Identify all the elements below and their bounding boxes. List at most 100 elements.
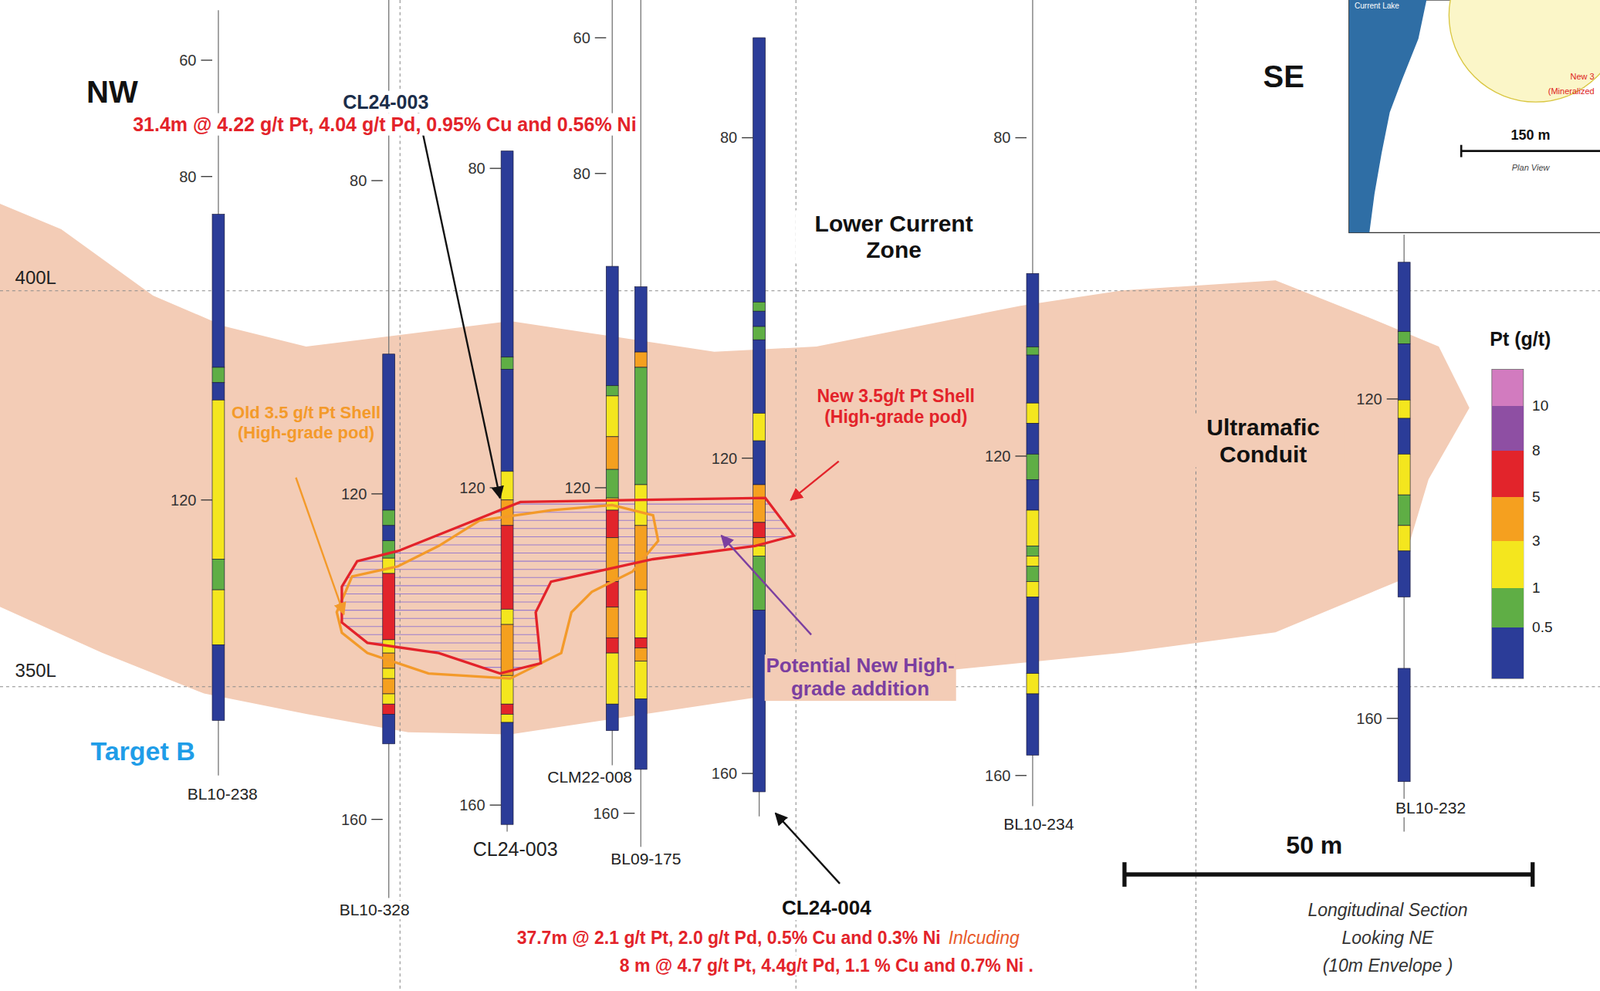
assay-interval (1026, 693, 1039, 755)
section-label: 50 m (1284, 830, 1344, 860)
assay-interval (1397, 453, 1411, 495)
g-shape (1349, 0, 1600, 233)
assay-interval (1397, 418, 1411, 454)
legend-swatch (1491, 588, 1524, 629)
hatch-line (336, 552, 796, 554)
section-label: Old 3.5 g/t Pt Shell (High-grade pod) (223, 402, 389, 443)
inset-map (1349, 0, 1600, 233)
assay-interval (1397, 344, 1411, 401)
assay-interval (605, 395, 619, 437)
assay-interval (1397, 399, 1411, 419)
legend-swatch (1491, 497, 1524, 542)
assay-interval (382, 668, 396, 679)
hatch-line (336, 504, 796, 505)
assay-interval (605, 581, 619, 608)
assay-interval (1397, 551, 1411, 597)
legend-swatch (1491, 541, 1524, 589)
depth-tick (1386, 398, 1399, 400)
assay-interval (634, 648, 647, 662)
assay-interval (634, 351, 647, 368)
assay-interval (605, 510, 619, 538)
section-label: NW (84, 74, 140, 110)
line-shape (0, 290, 1600, 291)
depth-tick (490, 167, 502, 169)
hatch-line (336, 659, 796, 660)
depth-tick (595, 172, 607, 174)
assay-interval (500, 525, 514, 609)
legend-value: 0.5 (1530, 619, 1554, 636)
assay-interval (1026, 566, 1039, 582)
section-label: Inlcuding (947, 927, 1022, 948)
old-shell (336, 504, 658, 679)
assay-interval (634, 484, 647, 526)
hatch-line (336, 593, 796, 595)
assay-interval (500, 608, 514, 625)
assay-interval (753, 326, 766, 340)
section-label: BL10-232 (1393, 798, 1468, 818)
depth-tick (200, 499, 213, 501)
legend-value: 1 (1530, 579, 1543, 597)
assay-interval (500, 471, 514, 501)
depth-tick (1014, 455, 1027, 457)
section-label: 400L (13, 267, 58, 289)
legend-swatch (1491, 405, 1524, 451)
depth-tick (371, 818, 383, 820)
assay-interval (753, 301, 766, 312)
assay-interval (634, 589, 647, 638)
depth-tick (200, 59, 213, 61)
line-shape (1124, 872, 1533, 877)
assay-interval (605, 385, 619, 396)
section-label: 31.4m @ 4.22 g/t Pt, 4.04 g/t Pd, 0.95% … (131, 113, 638, 136)
leader-arrows (295, 111, 840, 883)
assay-interval (605, 703, 619, 731)
depth-tick (595, 37, 607, 38)
depth-tick (1386, 717, 1399, 719)
section-label: CL24-003 (471, 838, 560, 861)
assay-interval (1026, 347, 1039, 356)
depth-label: 160 (457, 796, 487, 815)
assay-interval (753, 440, 766, 485)
legend-value: 8 (1530, 442, 1543, 460)
hatch-line (336, 527, 796, 529)
new-shell (341, 497, 795, 674)
hatch-line (336, 601, 796, 603)
depth-tick (490, 804, 502, 806)
hatch (336, 504, 796, 668)
hatch-line (336, 568, 796, 570)
assay-interval (1397, 668, 1411, 782)
assay-interval (1026, 423, 1039, 455)
hatch-line (336, 625, 796, 627)
depth-label: 120 (983, 446, 1012, 465)
section-label: Pt (g/t) (1488, 328, 1553, 351)
section-label: Looking NE (1340, 927, 1436, 948)
section-label: BL10-328 (338, 900, 412, 920)
legend-value: 10 (1530, 397, 1550, 415)
assay-interval (382, 510, 396, 526)
section-label: (Mineralized (1546, 85, 1597, 96)
legend-value: 5 (1530, 488, 1543, 506)
line-shape (775, 813, 840, 884)
assay-interval (1026, 273, 1039, 347)
assay-interval (1026, 596, 1039, 674)
depth-tick (1014, 774, 1027, 776)
assay-interval (753, 412, 766, 441)
assay-interval (753, 311, 766, 327)
assay-interval (605, 652, 619, 704)
assay-interval (1026, 479, 1039, 511)
assay-interval (212, 589, 225, 645)
section-label: 150 m (1509, 126, 1553, 143)
assay-interval (1026, 510, 1039, 546)
section-label: BL10-238 (186, 784, 260, 803)
line-shape (1122, 862, 1127, 887)
assay-interval (382, 713, 396, 744)
depth-label: 120 (562, 478, 592, 497)
assay-interval (634, 287, 647, 353)
depth-tick (371, 179, 383, 181)
depth-label: 80 (466, 159, 487, 178)
assay-interval (1397, 262, 1411, 332)
assay-interval (1026, 355, 1039, 403)
